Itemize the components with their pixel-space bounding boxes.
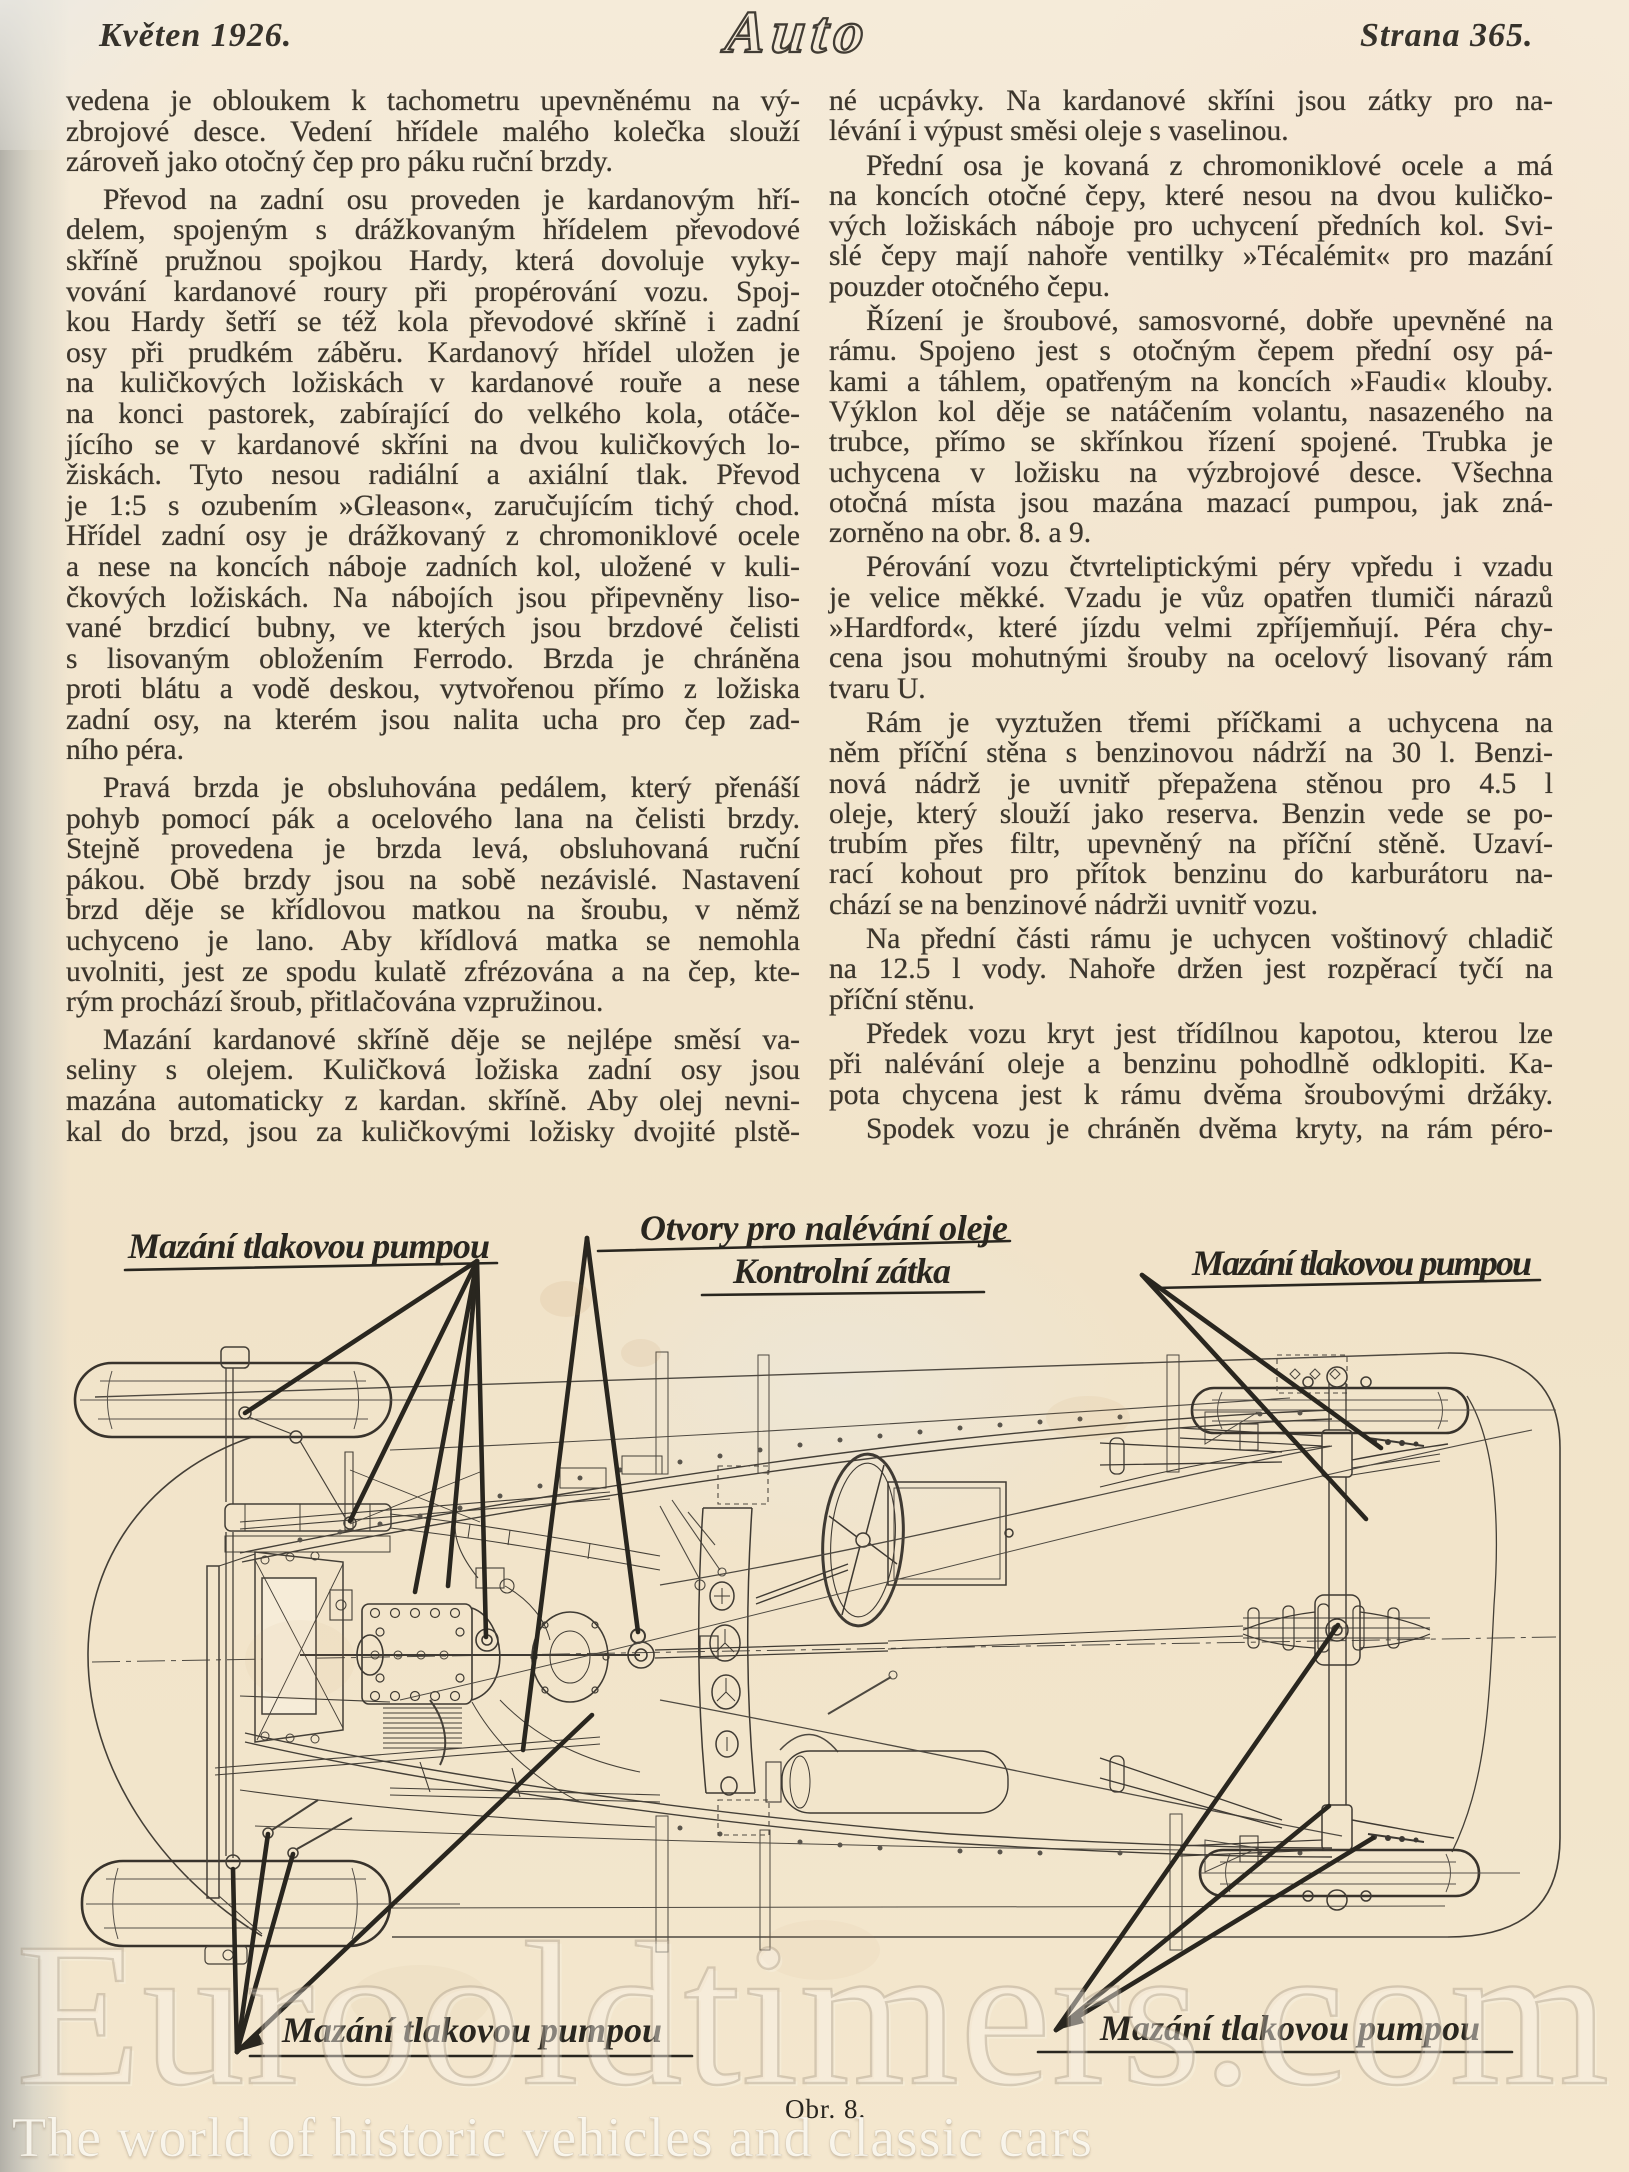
svg-text:Mazání tlakovou pumpou: Mazání tlakovou pumpou xyxy=(127,1226,490,1266)
svg-text:Obr. 8.: Obr. 8. xyxy=(785,2094,866,2124)
svg-text:Mazání tlakovou pumpou: Mazání tlakovou pumpou xyxy=(1099,2008,1480,2048)
svg-text:Kontrolní zátka: Kontrolní zátka xyxy=(732,1251,951,1291)
svg-text:Mazání tlakovou pumpou: Mazání tlakovou pumpou xyxy=(1191,1243,1532,1283)
svg-text:Mazání tlakovou pumpou: Mazání tlakovou pumpou xyxy=(281,2010,662,2050)
